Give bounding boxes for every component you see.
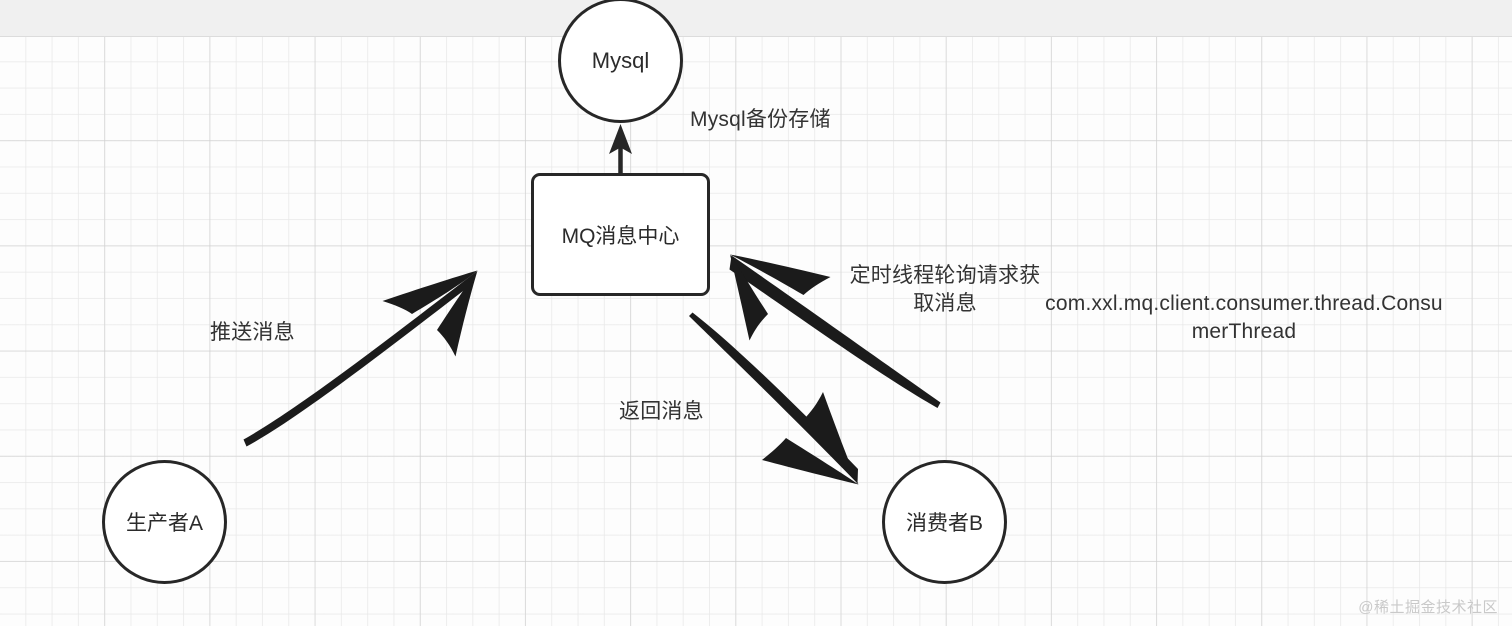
node-mysql[interactable]: Mysql bbox=[558, 0, 683, 123]
watermark: @稀土掘金技术社区 bbox=[1358, 599, 1498, 616]
node-mq-message-center[interactable]: MQ消息中心 bbox=[531, 173, 710, 296]
header-band bbox=[0, 0, 1512, 37]
label-return-message: 返回消息 bbox=[619, 400, 704, 423]
node-consumer-b[interactable]: 消费者B bbox=[882, 460, 1007, 584]
label-poll-request: 定时线程轮询请求获 取消息 bbox=[849, 264, 1041, 315]
label-push-message: 推送消息 bbox=[210, 321, 295, 344]
node-producer-label: 生产者A bbox=[125, 512, 203, 535]
node-mq-label: MQ消息中心 bbox=[561, 224, 680, 248]
node-producer-a[interactable]: 生产者A bbox=[102, 460, 227, 584]
label-mysql-backup: Mysql备份存储 bbox=[690, 108, 831, 131]
node-mysql-label: Mysql bbox=[591, 47, 650, 73]
node-consumer-label: 消费者B bbox=[905, 512, 983, 535]
label-consumer-thread-class: com.xxl.mq.client.consumer.thread.Consu … bbox=[1045, 292, 1443, 343]
